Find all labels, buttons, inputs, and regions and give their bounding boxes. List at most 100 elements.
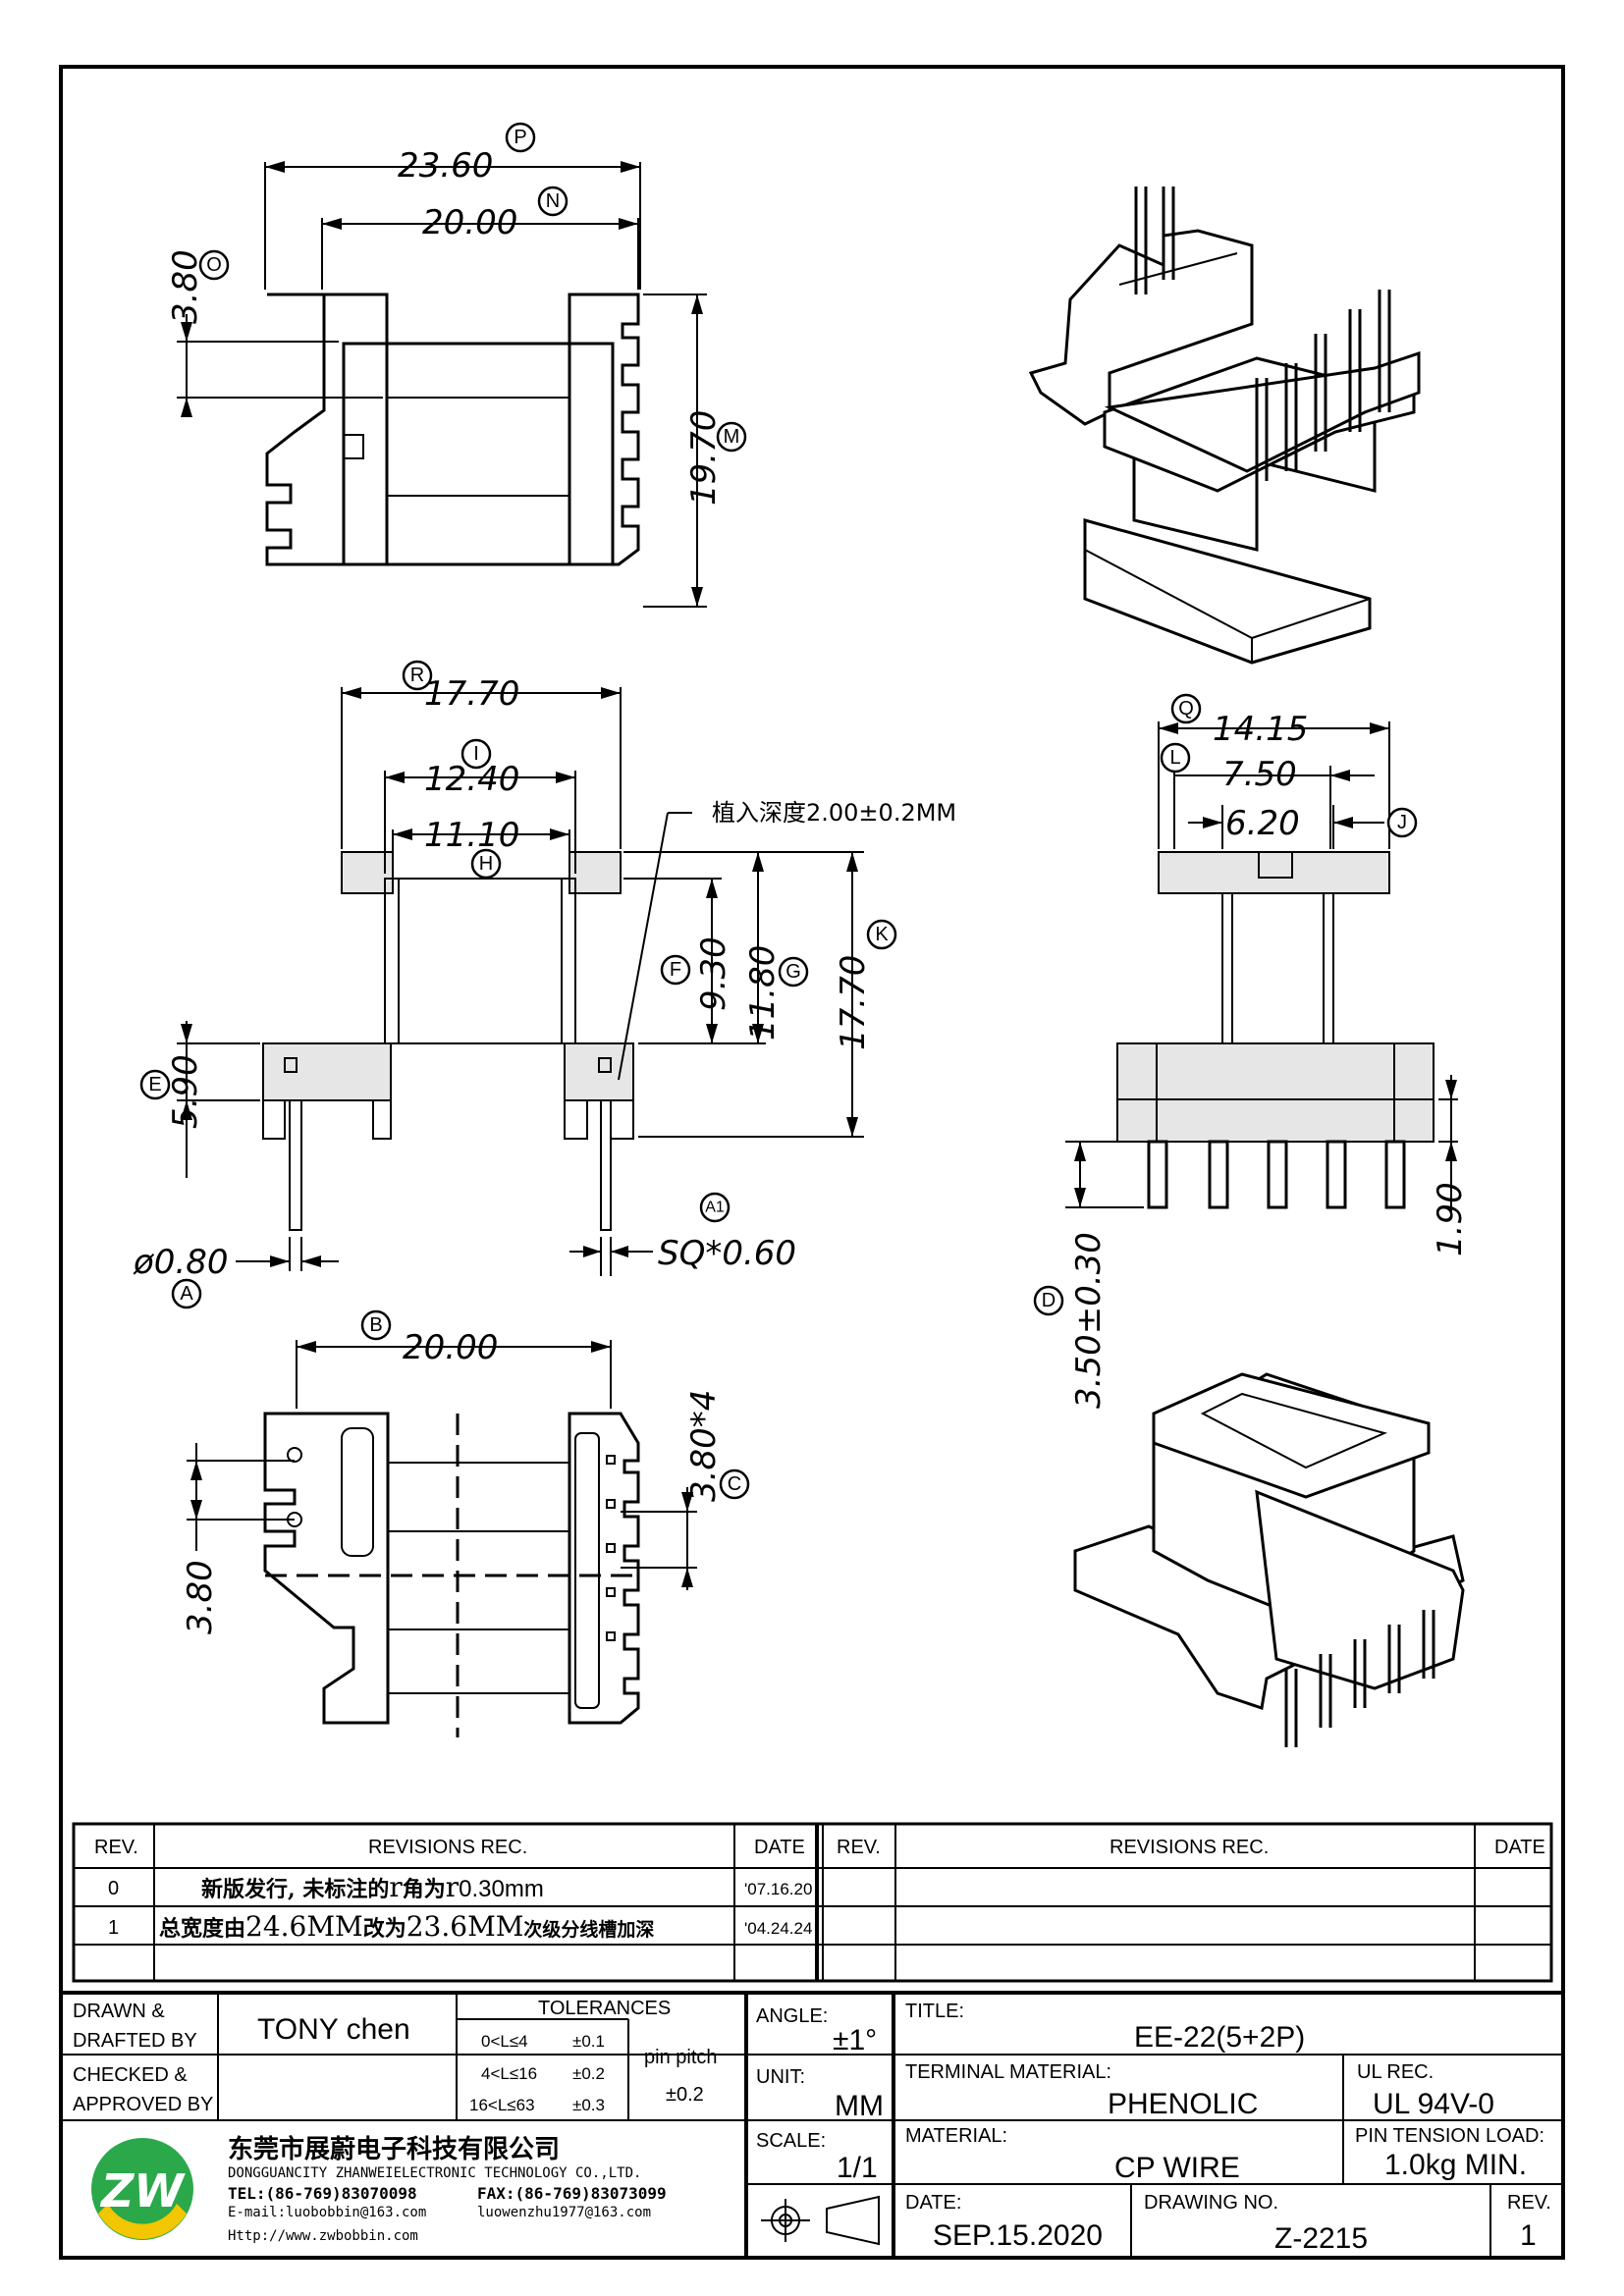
top-view-core <box>385 342 571 566</box>
callout-Q <box>1170 693 1202 724</box>
drawn-label-1: DRAWN & <box>73 2001 165 2022</box>
scale-label: SCALE: <box>756 2130 826 2152</box>
svg-text:C: C <box>728 1473 741 1495</box>
company-tel: TEL:(86-769)83070098 <box>228 2184 417 2203</box>
projection-symbol <box>761 2195 880 2246</box>
rev-value: 1 <box>1520 2219 1537 2252</box>
dim-D: 3.50±0.30 <box>1069 1232 1109 1409</box>
tol-value-2: ±0.3 <box>572 2096 605 2114</box>
dim-M: 19.70 <box>684 410 724 506</box>
isometric-view-bottom <box>1073 1372 1465 1747</box>
dim-Q: 14.15 <box>1213 710 1308 749</box>
dim-B: 20.00 <box>403 1328 498 1367</box>
insertion-depth-note: 植入深度2.00±0.2MM <box>712 799 956 827</box>
company-email-2: luowenzhu1977@163.com <box>477 2205 651 2220</box>
terminal-material-label: TERMINAL MATERIAL: <box>905 2061 1111 2083</box>
svg-text:N: N <box>546 190 560 212</box>
dim-A: ø0.80 <box>133 1243 229 1282</box>
rev-header-rev-left: REV. <box>94 1837 138 1858</box>
dim-pin-length: 1.90 <box>1431 1182 1470 1256</box>
side-view-pin-1 <box>1147 1140 1168 1209</box>
rev-row-0-date: '07.16.20 <box>744 1880 812 1898</box>
dim-L: 7.50 <box>1222 755 1297 794</box>
svg-text:R: R <box>410 665 424 686</box>
rev-row-1-text: 总宽度由24.6MM改为23.6MM次级分线槽加深 <box>159 1910 654 1943</box>
terminal-material-value: PHENOLIC <box>1108 2088 1258 2120</box>
rev-header-rec-left: REVISIONS REC. <box>368 1837 527 1858</box>
unit-value: MM <box>835 2090 884 2122</box>
rev-label: REV. <box>1507 2192 1551 2214</box>
dim-A1: SQ*0.60 <box>658 1234 796 1273</box>
svg-text:M: M <box>724 426 740 448</box>
side-view-base <box>1116 1042 1435 1143</box>
company-logo: ZW <box>91 2138 193 2240</box>
callout-G <box>778 956 809 988</box>
top-view-left-wall <box>342 342 389 566</box>
company-email: E-mail:luobobbin@163.com <box>228 2205 426 2220</box>
callout-I <box>460 738 492 770</box>
svg-text:J: J <box>1397 812 1407 833</box>
company-web: Http://www.zwbobbin.com <box>228 2228 418 2244</box>
logo-text: ZW <box>99 2164 186 2217</box>
rev-header-rec-right: REVISIONS REC. <box>1110 1837 1269 1858</box>
callout-K <box>866 919 897 950</box>
date-label: DATE: <box>905 2192 961 2214</box>
revision-table: REV. REVISIONS REC. DATE REV. REVISIONS … <box>72 1822 1553 1983</box>
dim-N: 20.00 <box>422 203 517 242</box>
svg-text:A1: A1 <box>705 1200 725 1216</box>
callout-R <box>402 660 433 691</box>
tol-range-0: 0<L≤4 <box>481 2032 528 2051</box>
callout-M <box>716 421 747 453</box>
ul-rec-label: UL REC. <box>1357 2061 1434 2083</box>
drawn-value: TONY chen <box>257 2013 410 2046</box>
checked-label-1: CHECKED & <box>73 2064 188 2086</box>
tol-range-2: 16<L≤63 <box>469 2096 535 2114</box>
front-view-base-left <box>262 1042 392 1101</box>
callout-E <box>139 1069 171 1100</box>
company-fax: FAX:(86-769)83073099 <box>477 2184 667 2203</box>
pin-pitch-tol: ±0.2 <box>666 2084 704 2106</box>
drawing-no-value: Z-2215 <box>1274 2222 1368 2255</box>
angle-label: ANGLE: <box>756 2005 828 2027</box>
dim-G: 11.80 <box>743 945 783 1041</box>
dim-left-pitch: 3.80 <box>181 1560 220 1634</box>
dim-F: 9.30 <box>694 936 733 1011</box>
svg-text:F: F <box>670 959 681 981</box>
angle-value: ±1° <box>833 2024 877 2056</box>
rev-row-0-text: 新版发行, 未标注的r角为r0.30mm <box>201 1871 544 1903</box>
dim-O: 3.80 <box>166 249 205 324</box>
dim-P: 23.60 <box>398 146 493 186</box>
ul-rec-value: UL 94V-0 <box>1373 2088 1494 2120</box>
pin-pitch-label: pin pitch <box>644 2047 718 2068</box>
callout-L <box>1160 742 1191 774</box>
dim-R: 17.70 <box>424 674 519 714</box>
tol-value-1: ±0.2 <box>572 2064 605 2083</box>
company-name-en: DONGGUANCITY ZHANWEIELECTRONIC TECHNOLOG… <box>228 2165 641 2181</box>
svg-text:Q: Q <box>1178 698 1194 720</box>
side-view: 14.15 7.50 6.20 3.50±0.30 1.90 Q L J D <box>1033 693 1470 1409</box>
dim-H: 11.10 <box>424 816 519 855</box>
scale-value: 1/1 <box>837 2152 878 2184</box>
bottom-view: 20.00 3.80*4 3.80 B C <box>181 1309 750 1737</box>
svg-text:L: L <box>1169 747 1180 769</box>
top-view: 23.60 20.00 3.80 19.70 P N O M <box>166 122 747 608</box>
unit-label: UNIT: <box>756 2066 805 2088</box>
front-view-top-flange-right <box>568 851 622 894</box>
callout-B <box>360 1309 392 1341</box>
rev-row-0-rev: 0 <box>108 1878 119 1899</box>
callout-D <box>1033 1285 1064 1316</box>
callout-C <box>719 1468 750 1500</box>
pin-tension-label: PIN TENSION LOAD: <box>1355 2125 1544 2147</box>
drawing-no-label: DRAWING NO. <box>1144 2192 1278 2214</box>
isometric-view-top <box>1028 187 1421 665</box>
svg-text:D: D <box>1042 1290 1056 1311</box>
dim-J: 6.20 <box>1225 804 1300 843</box>
rev-row-1-date: '04.24.24 <box>744 1919 812 1938</box>
title-label: TITLE: <box>905 2001 964 2022</box>
callout-N <box>537 186 568 217</box>
company-name-cn: 东莞市展蔚电子科技有限公司 <box>228 2134 560 2164</box>
checked-label-2: APPROVED BY <box>73 2094 213 2115</box>
title-value: EE-22(5+2P) <box>1134 2021 1305 2054</box>
callout-P <box>505 122 536 153</box>
